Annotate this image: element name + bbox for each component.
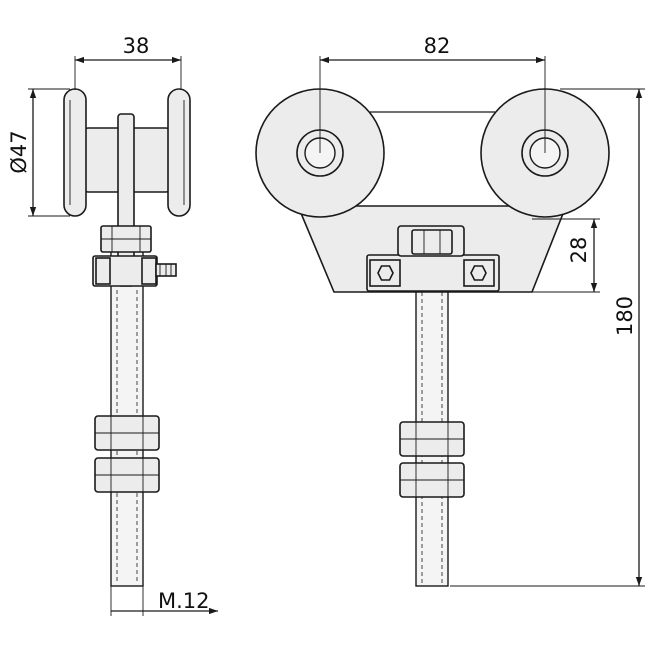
front-hex-bolt-right	[470, 265, 487, 281]
dim-label-diameter: Ø47	[7, 130, 31, 173]
side-bolt-head-left	[95, 257, 111, 285]
side-bolt-head-right	[141, 257, 157, 285]
dim-label-38: 38	[123, 34, 150, 58]
front-top-nut	[411, 229, 453, 255]
dim-label-180: 180	[613, 296, 637, 336]
front-hex-bolt-left	[377, 265, 394, 281]
dim-label-thread: M.12	[158, 589, 210, 613]
dim-label-28: 28	[567, 237, 591, 264]
front-view: 82 28 180	[255, 34, 645, 587]
side-wheel-right	[167, 88, 191, 217]
dim-label-82: 82	[424, 34, 451, 58]
side-view: 38 Ø47 M.12	[7, 34, 218, 616]
side-wheel-left	[63, 88, 87, 217]
